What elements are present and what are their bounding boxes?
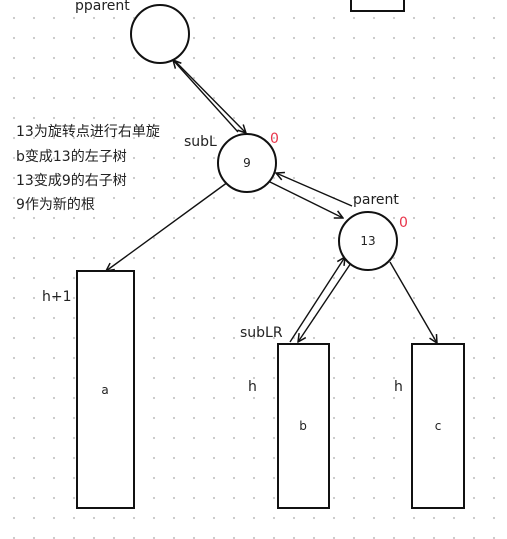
edge-subL-to-a — [106, 181, 229, 271]
subL-node-value: 9 — [243, 156, 251, 170]
subLR-label: subLR — [240, 325, 283, 341]
note-line-1: 13为旋转点进行右单旋 — [16, 124, 160, 140]
edge-subLR-to-parent — [289, 257, 345, 343]
edge-pparent-to-subL — [173, 59, 246, 133]
subtree-c-label: c — [435, 419, 442, 433]
subL-balance-factor: 0 — [270, 131, 279, 147]
height-a-label: h+1 — [42, 289, 72, 305]
edge-parent-to-subL — [276, 173, 353, 207]
edge-subL-to-parent — [267, 180, 343, 218]
height-b-label: h — [248, 379, 257, 395]
subL-label: subL — [184, 134, 217, 150]
parent-label: parent — [353, 192, 399, 208]
subtree-a-label: a — [101, 383, 108, 397]
note-line-4: 9作为新的根 — [16, 197, 95, 213]
note-line-3: 13变成9的右子树 — [16, 173, 127, 189]
parent-node-value: 13 — [360, 234, 375, 248]
parent-node — [338, 211, 398, 271]
subtree-c-box — [411, 343, 465, 509]
subtree-b-label: b — [299, 419, 307, 433]
edge-parent-to-subLR — [298, 262, 352, 342]
edge-subL-to-pparent — [173, 60, 239, 133]
partial-box — [350, 0, 405, 12]
edge-parent-to-c — [389, 261, 437, 343]
pparent-label: pparent — [75, 0, 130, 14]
parent-balance-factor: 0 — [399, 215, 408, 231]
subtree-b-box — [277, 343, 330, 509]
subtree-a-box — [76, 270, 135, 509]
pparent-node — [130, 4, 190, 64]
note-line-2: b变成13的左子树 — [16, 149, 127, 165]
subL-node — [217, 133, 277, 193]
height-c-label: h — [394, 379, 403, 395]
